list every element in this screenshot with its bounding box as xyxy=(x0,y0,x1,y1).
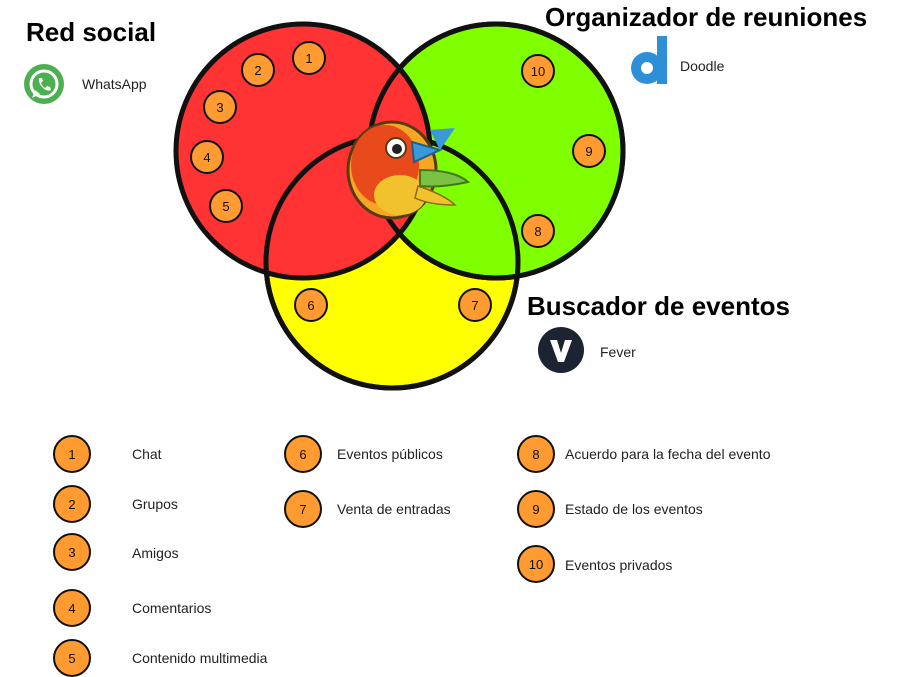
fever-logo-icon xyxy=(538,327,584,373)
badge-1: 1 xyxy=(292,41,326,75)
whatsapp-logo-icon xyxy=(24,64,64,104)
venn-diagram xyxy=(173,21,626,391)
legend-label-4: Comentarios xyxy=(132,600,212,616)
legend-label-10: Eventos privados xyxy=(565,557,673,573)
legend-label-5: Contenido multimedia xyxy=(132,650,268,666)
badge-10: 10 xyxy=(521,54,555,88)
events-heading: Buscador de eventos xyxy=(527,291,790,321)
legend-badge-10: 10 xyxy=(517,545,555,583)
legend-badge-7: 7 xyxy=(284,490,322,528)
meetings-heading: Organizador de reuniones xyxy=(545,2,868,32)
fever-label: Fever xyxy=(600,344,636,360)
bower-bird-logo-icon xyxy=(346,120,471,220)
badge-6: 6 xyxy=(294,288,328,322)
doodle-logo-icon xyxy=(631,36,667,84)
doodle-label: Doodle xyxy=(680,58,725,74)
legend-badge-6: 6 xyxy=(284,435,322,473)
legend-label-9: Estado de los eventos xyxy=(565,501,703,517)
legend-label-2: Grupos xyxy=(132,496,178,512)
badge-5: 5 xyxy=(209,189,243,223)
legend-badge-5: 5 xyxy=(53,639,91,677)
badge-4: 4 xyxy=(190,140,224,174)
legend-label-8: Acuerdo para la fecha del evento xyxy=(565,446,771,462)
legend-badge-4: 4 xyxy=(53,589,91,627)
legend-badge-3: 3 xyxy=(53,533,91,571)
badge-2: 2 xyxy=(241,53,275,87)
legend-badge-9: 9 xyxy=(517,490,555,528)
legend-badge-2: 2 xyxy=(53,485,91,523)
legend-label-7: Venta de entradas xyxy=(337,501,451,517)
legend-label-3: Amigos xyxy=(132,545,179,561)
badge-9: 9 xyxy=(572,134,606,168)
legend-badge-8: 8 xyxy=(517,435,555,473)
legend-badge-1: 1 xyxy=(53,435,91,473)
whatsapp-label: WhatsApp xyxy=(82,76,147,92)
badge-8: 8 xyxy=(521,214,555,248)
legend-label-1: Chat xyxy=(132,446,162,462)
social-heading: Red social xyxy=(26,17,157,47)
badge-7: 7 xyxy=(458,288,492,322)
badge-3: 3 xyxy=(203,90,237,124)
legend-label-6: Eventos públicos xyxy=(337,446,443,462)
